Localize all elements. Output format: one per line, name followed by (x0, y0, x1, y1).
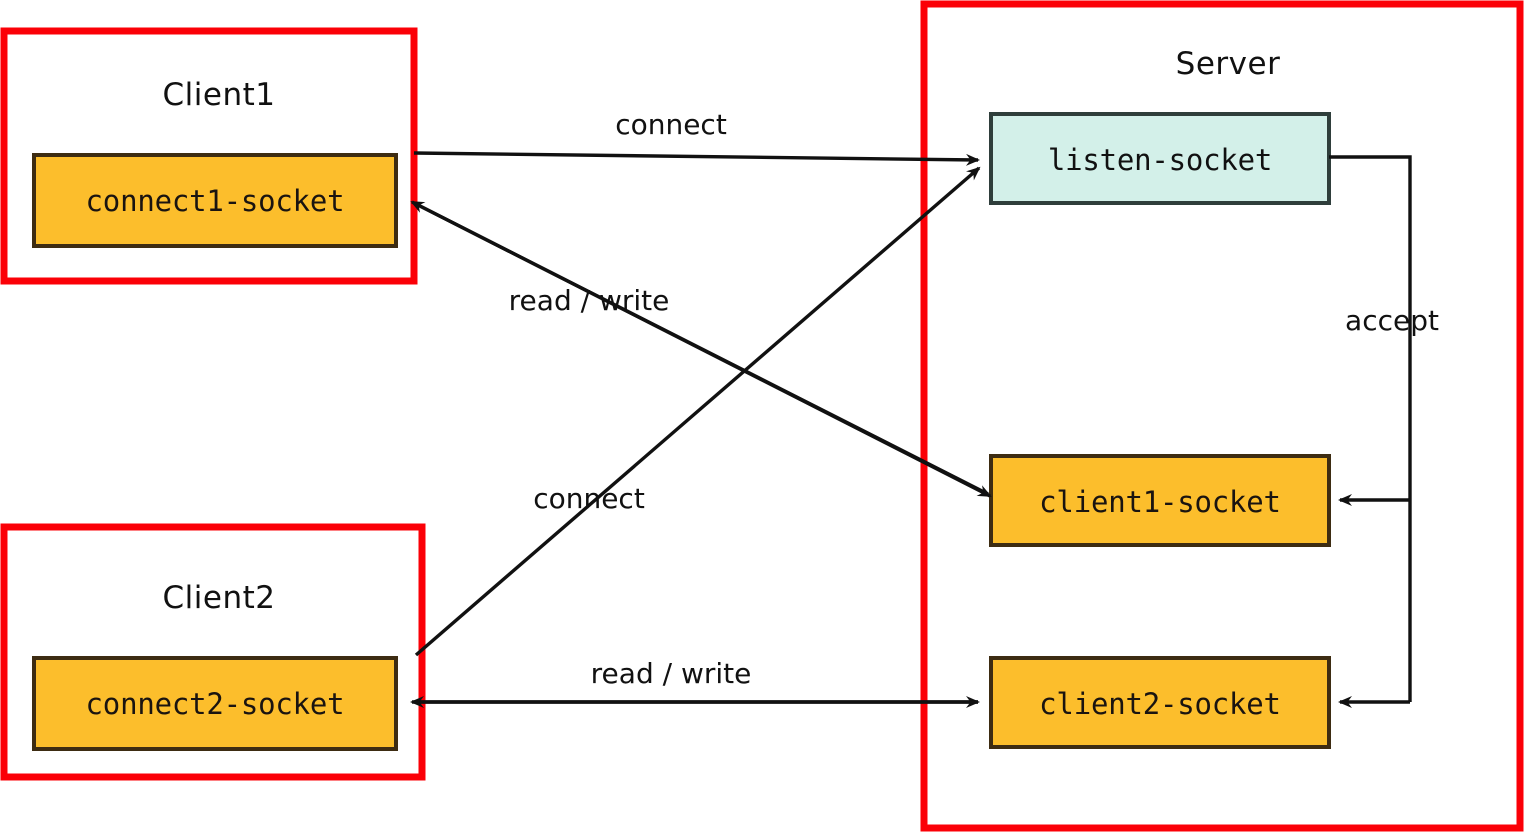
edge-connect2-line (414, 166, 981, 657)
node-listen-socket-label: listen-socket (1048, 143, 1272, 177)
edge-connect1-label: connect (615, 108, 727, 141)
container-server-title: Server (1176, 46, 1281, 82)
node-client2-socket-label: client2-socket (1039, 687, 1281, 721)
edge-connect2-label: connect (533, 482, 645, 515)
edge-readwrite1-reverse-head (419, 204, 992, 498)
node-connect1-socket[interactable] (32, 153, 398, 248)
node-listen-socket[interactable] (989, 112, 1331, 205)
container-client1-title: Client1 (163, 77, 276, 113)
edge-readwrite1-label: read / write (509, 284, 670, 317)
edge-accept-label: accept (1345, 304, 1439, 337)
node-client1-socket-label: client1-socket (1039, 485, 1281, 519)
node-client1-socket[interactable] (989, 454, 1331, 547)
edge-connect1-line (413, 151, 980, 166)
node-connect1-socket-label: connect1-socket (86, 184, 345, 218)
container-client2-title: Client2 (163, 580, 276, 616)
edge-accept-trunk (1329, 155, 1412, 702)
edge-readwrite2-label: read / write (591, 657, 752, 690)
node-client2-socket[interactable] (989, 656, 1331, 749)
node-connect2-socket[interactable] (32, 656, 398, 751)
node-connect2-socket-label: connect2-socket (86, 687, 345, 721)
